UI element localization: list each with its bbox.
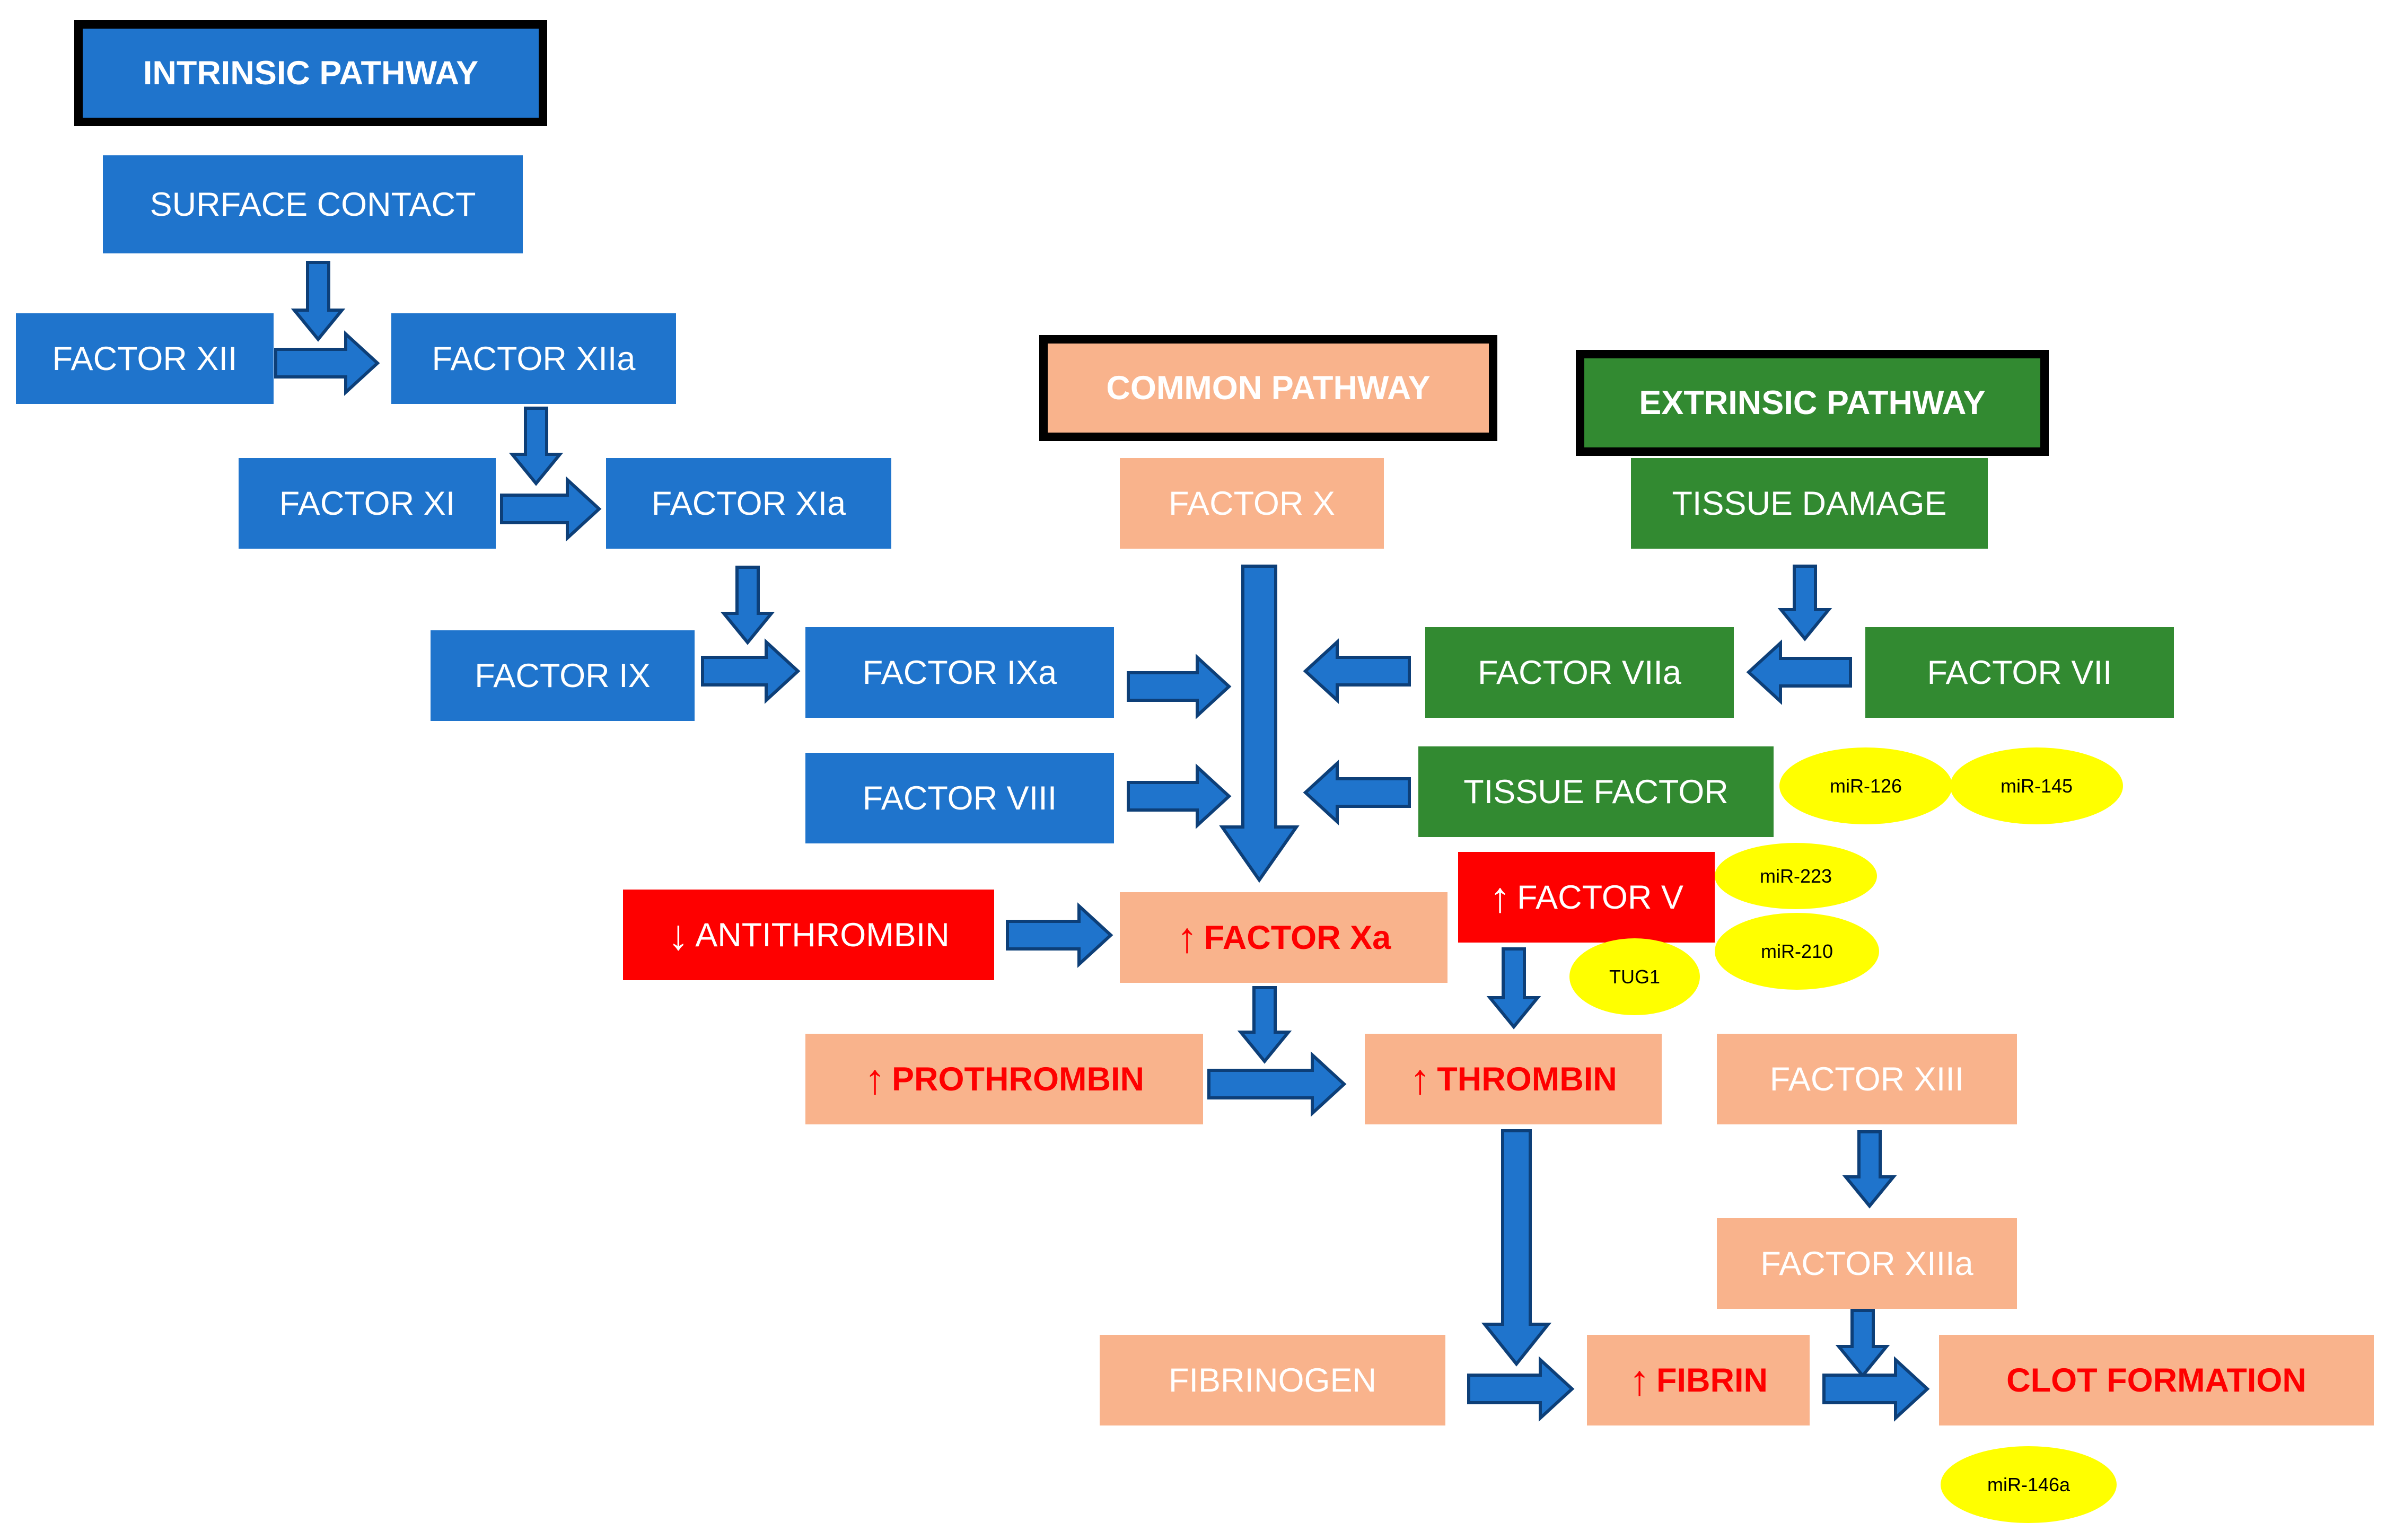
antithrombin-box: ↓ANTITHROMBIN — [623, 890, 994, 980]
common-pathway-header: COMMON PATHWAY — [1039, 335, 1497, 441]
surface-contact-box: SURFACE CONTACT — [103, 155, 523, 253]
factor-xiia-box: FACTOR XIIa — [391, 313, 676, 404]
tissue-factor-box: TISSUE FACTOR — [1418, 746, 1774, 837]
factor-x-box: FACTOR X — [1120, 458, 1384, 549]
factor-xiiia-box: FACTOR XIIIa — [1717, 1218, 2017, 1309]
arrow-factor-ixa-to-factor-x-axis — [1127, 654, 1232, 719]
factor-viii-box: FACTOR VIII — [805, 753, 1114, 843]
factor-xa-label: FACTOR Xa — [1204, 919, 1391, 956]
arrow-fibrin-to-clot-formation — [1822, 1356, 1930, 1422]
mir-146a-bubble: miR-146a — [1941, 1446, 2117, 1523]
fibrin-box: ↑FIBRIN — [1587, 1335, 1810, 1425]
tissue-damage-box: TISSUE DAMAGE — [1631, 458, 1988, 549]
fibrinogen-box: FIBRINOGEN — [1100, 1335, 1445, 1425]
arrow-factor-viii-to-factor-x-axis — [1127, 763, 1232, 829]
arrow-factor-xii-to-factor-xiia — [274, 330, 380, 396]
arrow-factor-vii-to-factor-viia — [1746, 639, 1852, 705]
mir-210-bubble: miR-210 — [1715, 913, 1879, 990]
arrow-factor-xiia-to-factor-xi — [508, 407, 564, 486]
arrow-factor-ix-to-factor-ixa — [701, 638, 801, 704]
arrow-factor-v-to-thrombin — [1486, 947, 1541, 1029]
clot-formation-box: CLOT FORMATION — [1939, 1335, 2374, 1425]
factor-v-box: ↑FACTOR V — [1458, 852, 1715, 943]
mir-223-bubble: miR-223 — [1715, 843, 1877, 909]
thrombin-box: ↑THROMBIN — [1365, 1034, 1662, 1124]
arrow-prothrombin-to-thrombin — [1207, 1051, 1347, 1117]
factor-viia-box: FACTOR VIIa — [1425, 627, 1734, 718]
up-arrow-icon: ↑ — [1489, 873, 1511, 921]
factor-vii-box: FACTOR VII — [1865, 627, 2174, 718]
up-arrow-icon: ↑ — [1176, 913, 1198, 961]
thrombin-label: THROMBIN — [1437, 1060, 1617, 1098]
factor-ix-box: FACTOR IX — [431, 630, 695, 721]
arrow-factor-x-to-factor-xa — [1219, 565, 1300, 883]
arrow-factor-xiii-to-factor-xiiia — [1842, 1130, 1897, 1209]
arrow-factor-xa-to-thrombin — [1237, 986, 1292, 1064]
up-arrow-icon: ↑ — [1629, 1356, 1650, 1404]
prothrombin-box: ↑PROTHROMBIN — [805, 1034, 1203, 1124]
mir-126-bubble: miR-126 — [1779, 747, 1952, 824]
arrow-fibrinogen-to-fibrin — [1467, 1356, 1575, 1422]
arrow-factor-xi-to-factor-xia — [500, 476, 602, 542]
factor-xa-box: ↑FACTOR Xa — [1120, 892, 1447, 983]
extrinsic-pathway-header: EXTRINSIC PATHWAY — [1576, 350, 2049, 456]
mir-145-bubble: miR-145 — [1950, 747, 2123, 824]
factor-v-label: FACTOR V — [1517, 878, 1683, 916]
factor-xiii-box: FACTOR XIII — [1717, 1034, 2017, 1124]
arrow-tissue-damage-to-factor-viia — [1777, 565, 1832, 641]
tug1-bubble: TUG1 — [1569, 938, 1700, 1015]
up-arrow-icon: ↑ — [864, 1055, 885, 1103]
arrow-tissue-factor-to-factor-x-axis — [1303, 760, 1411, 825]
arrow-surface-contact-to-factor-xii — [291, 261, 346, 342]
factor-xii-box: FACTOR XII — [16, 313, 274, 404]
intrinsic-pathway-header: INTRINSIC PATHWAY — [74, 20, 547, 126]
down-arrow-icon: ↓ — [668, 911, 689, 958]
arrow-factor-xiiia-to-clot — [1835, 1309, 1890, 1378]
factor-ixa-box: FACTOR IXa — [805, 627, 1114, 718]
up-arrow-icon: ↑ — [1409, 1055, 1431, 1103]
arrow-thrombin-to-fibrin — [1481, 1129, 1552, 1367]
arrow-factor-xia-to-factor-ix — [720, 566, 775, 645]
factor-xia-box: FACTOR XIa — [606, 458, 891, 549]
prothrombin-label: PROTHROMBIN — [892, 1060, 1144, 1098]
fibrin-label: FIBRIN — [1656, 1361, 1768, 1399]
antithrombin-label: ANTITHROMBIN — [695, 916, 950, 954]
arrow-factor-viia-to-factor-x-axis — [1303, 638, 1411, 704]
factor-xi-box: FACTOR XI — [239, 458, 496, 549]
arrow-antithrombin-to-factor-xa — [1006, 902, 1113, 968]
